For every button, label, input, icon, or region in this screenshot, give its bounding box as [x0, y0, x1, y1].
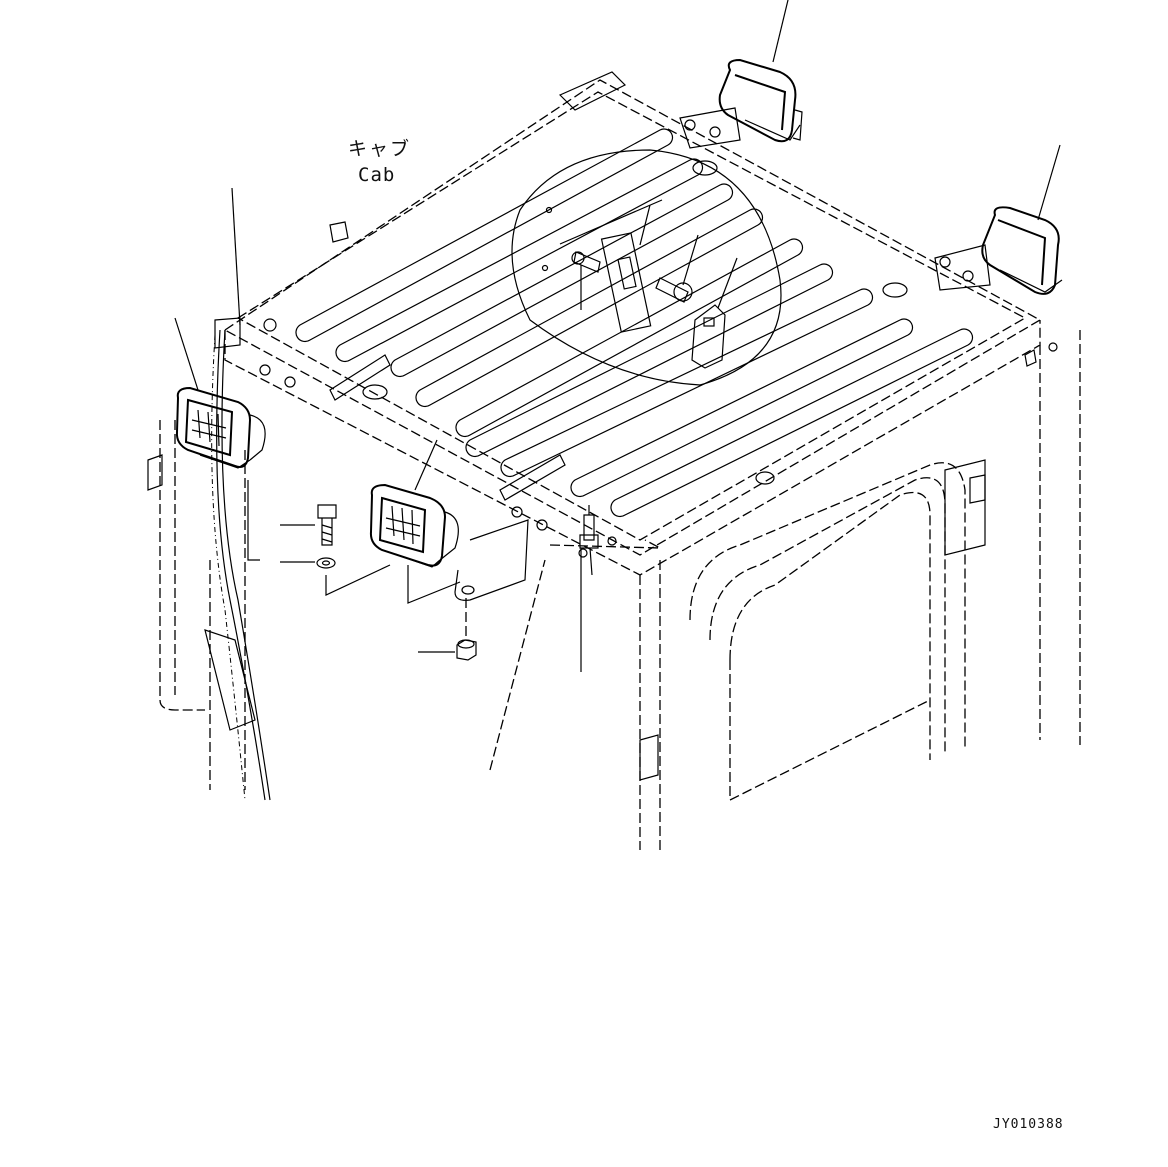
work-lamp-front-center — [369, 439, 548, 601]
roof-slots — [295, 128, 974, 518]
work-lamp-front-left — [174, 187, 296, 469]
cab-label-japanese: キャブ — [348, 138, 412, 160]
center-sensor — [549, 505, 661, 672]
cab-body — [147, 330, 1081, 850]
work-lamp-rear-right — [934, 144, 1063, 367]
work-lamp-rear-top — [679, 0, 803, 149]
cab-label-english: Cab — [358, 164, 396, 186]
wire-harness-left — [211, 317, 271, 801]
mounting-hardware — [280, 504, 477, 661]
switch-inset — [511, 149, 782, 386]
drawing-number: JY010388 — [993, 1117, 1064, 1132]
